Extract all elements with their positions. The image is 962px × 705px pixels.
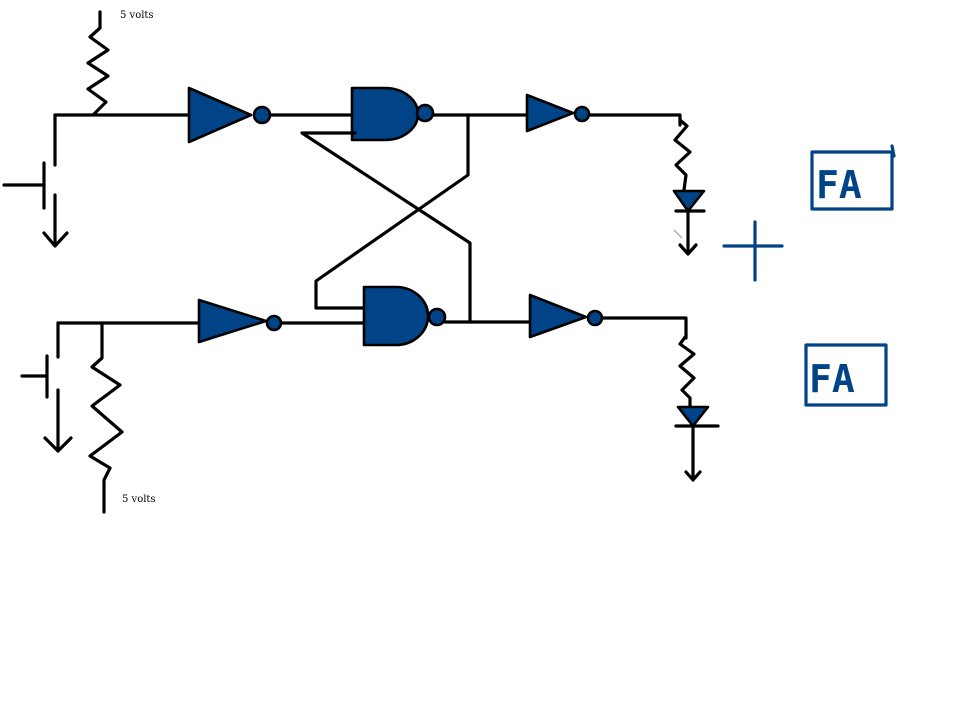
top-input-wire	[53, 113, 192, 167]
bottom-led-icon	[674, 405, 720, 482]
top-pullup-resistor-icon	[86, 10, 110, 116]
top-led-icon	[672, 189, 706, 256]
bottom-ground-icon	[43, 388, 73, 453]
top-nand-gate	[350, 86, 435, 142]
inversion-bubble-icon	[427, 307, 447, 327]
not-gate-icon	[528, 293, 588, 339]
not-gate-icon	[187, 86, 253, 144]
top-supply-label: 5 volts	[120, 10, 154, 21]
nand-gate-icon	[362, 285, 430, 347]
inversion-bubble-icon	[415, 103, 435, 123]
not-gate-icon	[525, 93, 575, 133]
bottom-supply-label: 5 volts	[122, 494, 156, 505]
fa-box-bottom: FA	[804, 343, 888, 407]
inversion-bubble-icon	[252, 105, 272, 125]
inversion-bubble-icon	[573, 105, 591, 123]
bottom-pullup-resistor-icon	[88, 321, 124, 514]
top-switch-icon	[2, 161, 46, 210]
wire-bottom-output	[600, 316, 688, 340]
nand-gate-icon	[350, 86, 420, 142]
fa-box-bottom-label: FA	[809, 357, 855, 401]
fa-box-top: FA	[810, 144, 896, 211]
bottom-switch-icon	[20, 354, 49, 399]
plus-icon	[722, 220, 784, 282]
inversion-bubble-icon	[265, 314, 283, 332]
top-output-not-gate	[525, 93, 591, 133]
wire-top-output	[587, 113, 682, 127]
bottom-output-not-gate	[528, 293, 604, 339]
fa-box-top-label: FA	[816, 163, 862, 207]
top-input-not-gate	[187, 86, 272, 144]
bottom-nand-gate	[362, 285, 447, 347]
cross-coupling-wires	[300, 113, 472, 324]
not-gate-icon	[197, 298, 268, 344]
top-ground-icon	[42, 193, 69, 248]
inversion-bubble-icon	[586, 309, 604, 327]
top-led-resistor-icon	[673, 118, 692, 192]
bottom-input-not-gate	[197, 298, 283, 344]
bottom-led-resistor-icon	[678, 334, 696, 410]
bottom-input-wire	[56, 321, 202, 359]
